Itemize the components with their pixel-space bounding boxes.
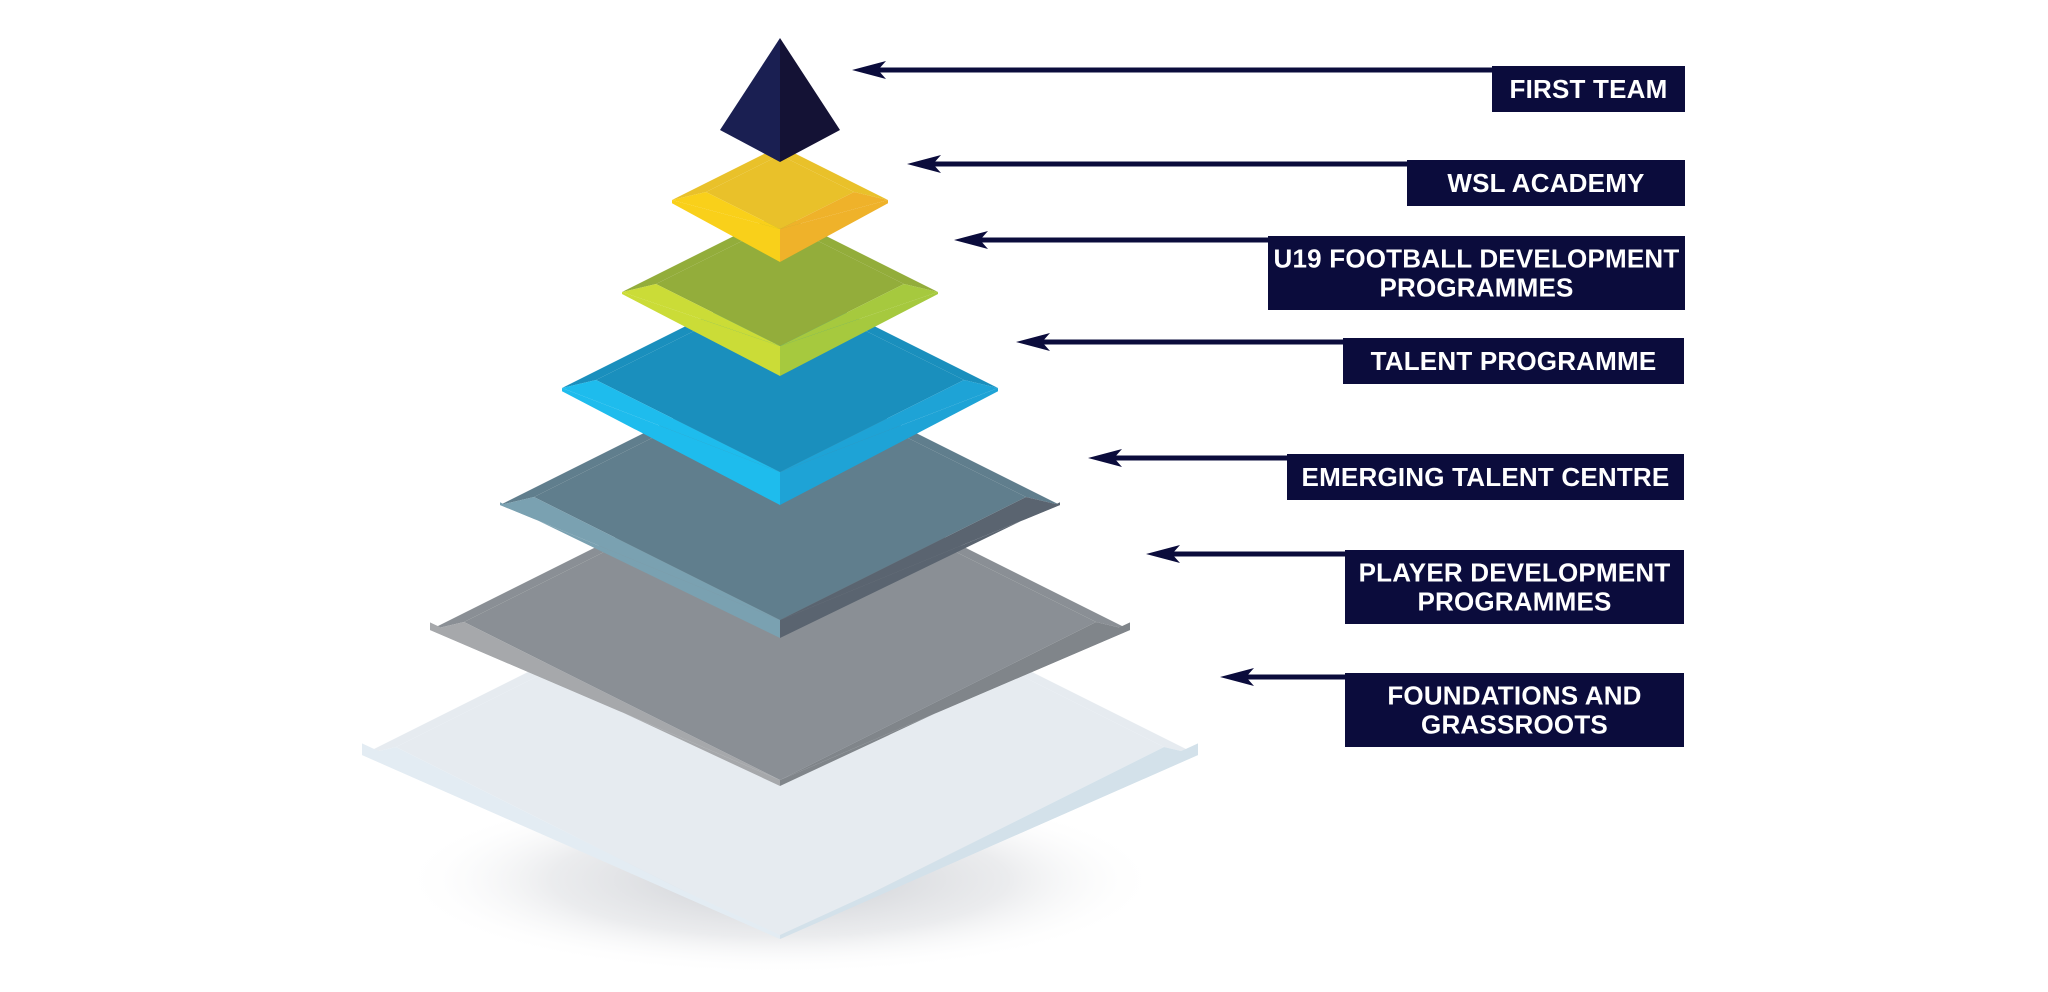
arrowhead-icon xyxy=(1220,668,1254,686)
tier-label-line: U19 FOOTBALL DEVELOPMENT xyxy=(1274,244,1680,274)
tier-face-left xyxy=(500,502,780,638)
tier-label-line: PROGRAMMES xyxy=(1417,587,1611,617)
tier-label-line: PLAYER DEVELOPMENT xyxy=(1359,558,1671,588)
tier-bevel-right xyxy=(780,622,1130,780)
tier-label-box xyxy=(1407,160,1685,206)
tier-label-box xyxy=(1268,236,1685,310)
arrowhead-icon xyxy=(954,231,988,249)
tier-wsl-academy xyxy=(672,146,888,262)
tier-face-right xyxy=(780,388,998,505)
tier-face-left xyxy=(622,292,780,376)
tier-callouts: FIRST TEAM WSL ACADEMY U19 FOOTBALL DEVELO… xyxy=(852,61,1685,747)
tier-label-line: WSL ACADEMY xyxy=(1447,168,1644,198)
tier-talent-programme xyxy=(562,279,998,505)
tier-face-left xyxy=(672,200,780,262)
tier-bevel-left xyxy=(430,622,780,780)
tier-label-line: TALENT PROGRAMME xyxy=(1371,346,1657,376)
tier-label-box xyxy=(1343,338,1684,384)
tier-top-bevel xyxy=(622,213,938,292)
callout-wsl-academy: WSL ACADEMY xyxy=(907,155,1685,206)
callout-first-team: FIRST TEAM xyxy=(852,61,1685,112)
callout-emerging-talent-centre: EMERGING TALENT CENTRE xyxy=(1088,449,1684,500)
tier-bevel-right xyxy=(780,497,1060,620)
tier-label-box xyxy=(1287,454,1684,500)
tier-bevel-right xyxy=(780,747,1198,939)
tier-bevel-left xyxy=(362,747,780,939)
tier-bevel-left xyxy=(562,380,780,472)
tier-bevel-left xyxy=(672,192,780,229)
tier-bevel-right xyxy=(780,192,888,229)
tier-face-right xyxy=(780,200,888,262)
arrowhead-icon xyxy=(1016,333,1050,351)
tier-bevel-right xyxy=(780,380,998,472)
arrowhead-icon xyxy=(1146,545,1180,563)
tier-face-left xyxy=(562,388,780,505)
tier-face-right xyxy=(780,38,840,162)
tier-label-line: PROGRAMMES xyxy=(1379,273,1573,303)
tier-face-left xyxy=(720,38,780,162)
tier-label-line: FIRST TEAM xyxy=(1510,74,1668,104)
tier-face-right xyxy=(780,502,1060,638)
tier-label-box xyxy=(1345,673,1684,747)
tier-label-line: FOUNDATIONS AND xyxy=(1387,681,1641,711)
tier-label-line: EMERGING TALENT CENTRE xyxy=(1302,462,1670,492)
tier-label-box xyxy=(1492,66,1685,112)
tier-face-right xyxy=(780,292,938,376)
callout-talent-programme: TALENT PROGRAMME xyxy=(1016,333,1684,384)
tier-u19 xyxy=(622,213,938,376)
tier-label-box xyxy=(1345,550,1684,624)
tier-label-line: GRASSROOTS xyxy=(1421,710,1608,740)
tier-bevel-left xyxy=(500,497,780,620)
tier-bevel-right xyxy=(780,284,938,346)
tier-top-bevel xyxy=(672,146,888,200)
arrowhead-icon xyxy=(852,61,886,79)
arrowhead-icon xyxy=(1088,449,1122,467)
tier-first-team xyxy=(720,38,840,162)
tier-bevel-left xyxy=(622,284,780,346)
pyramid xyxy=(362,38,1198,939)
arrowhead-icon xyxy=(907,155,941,173)
